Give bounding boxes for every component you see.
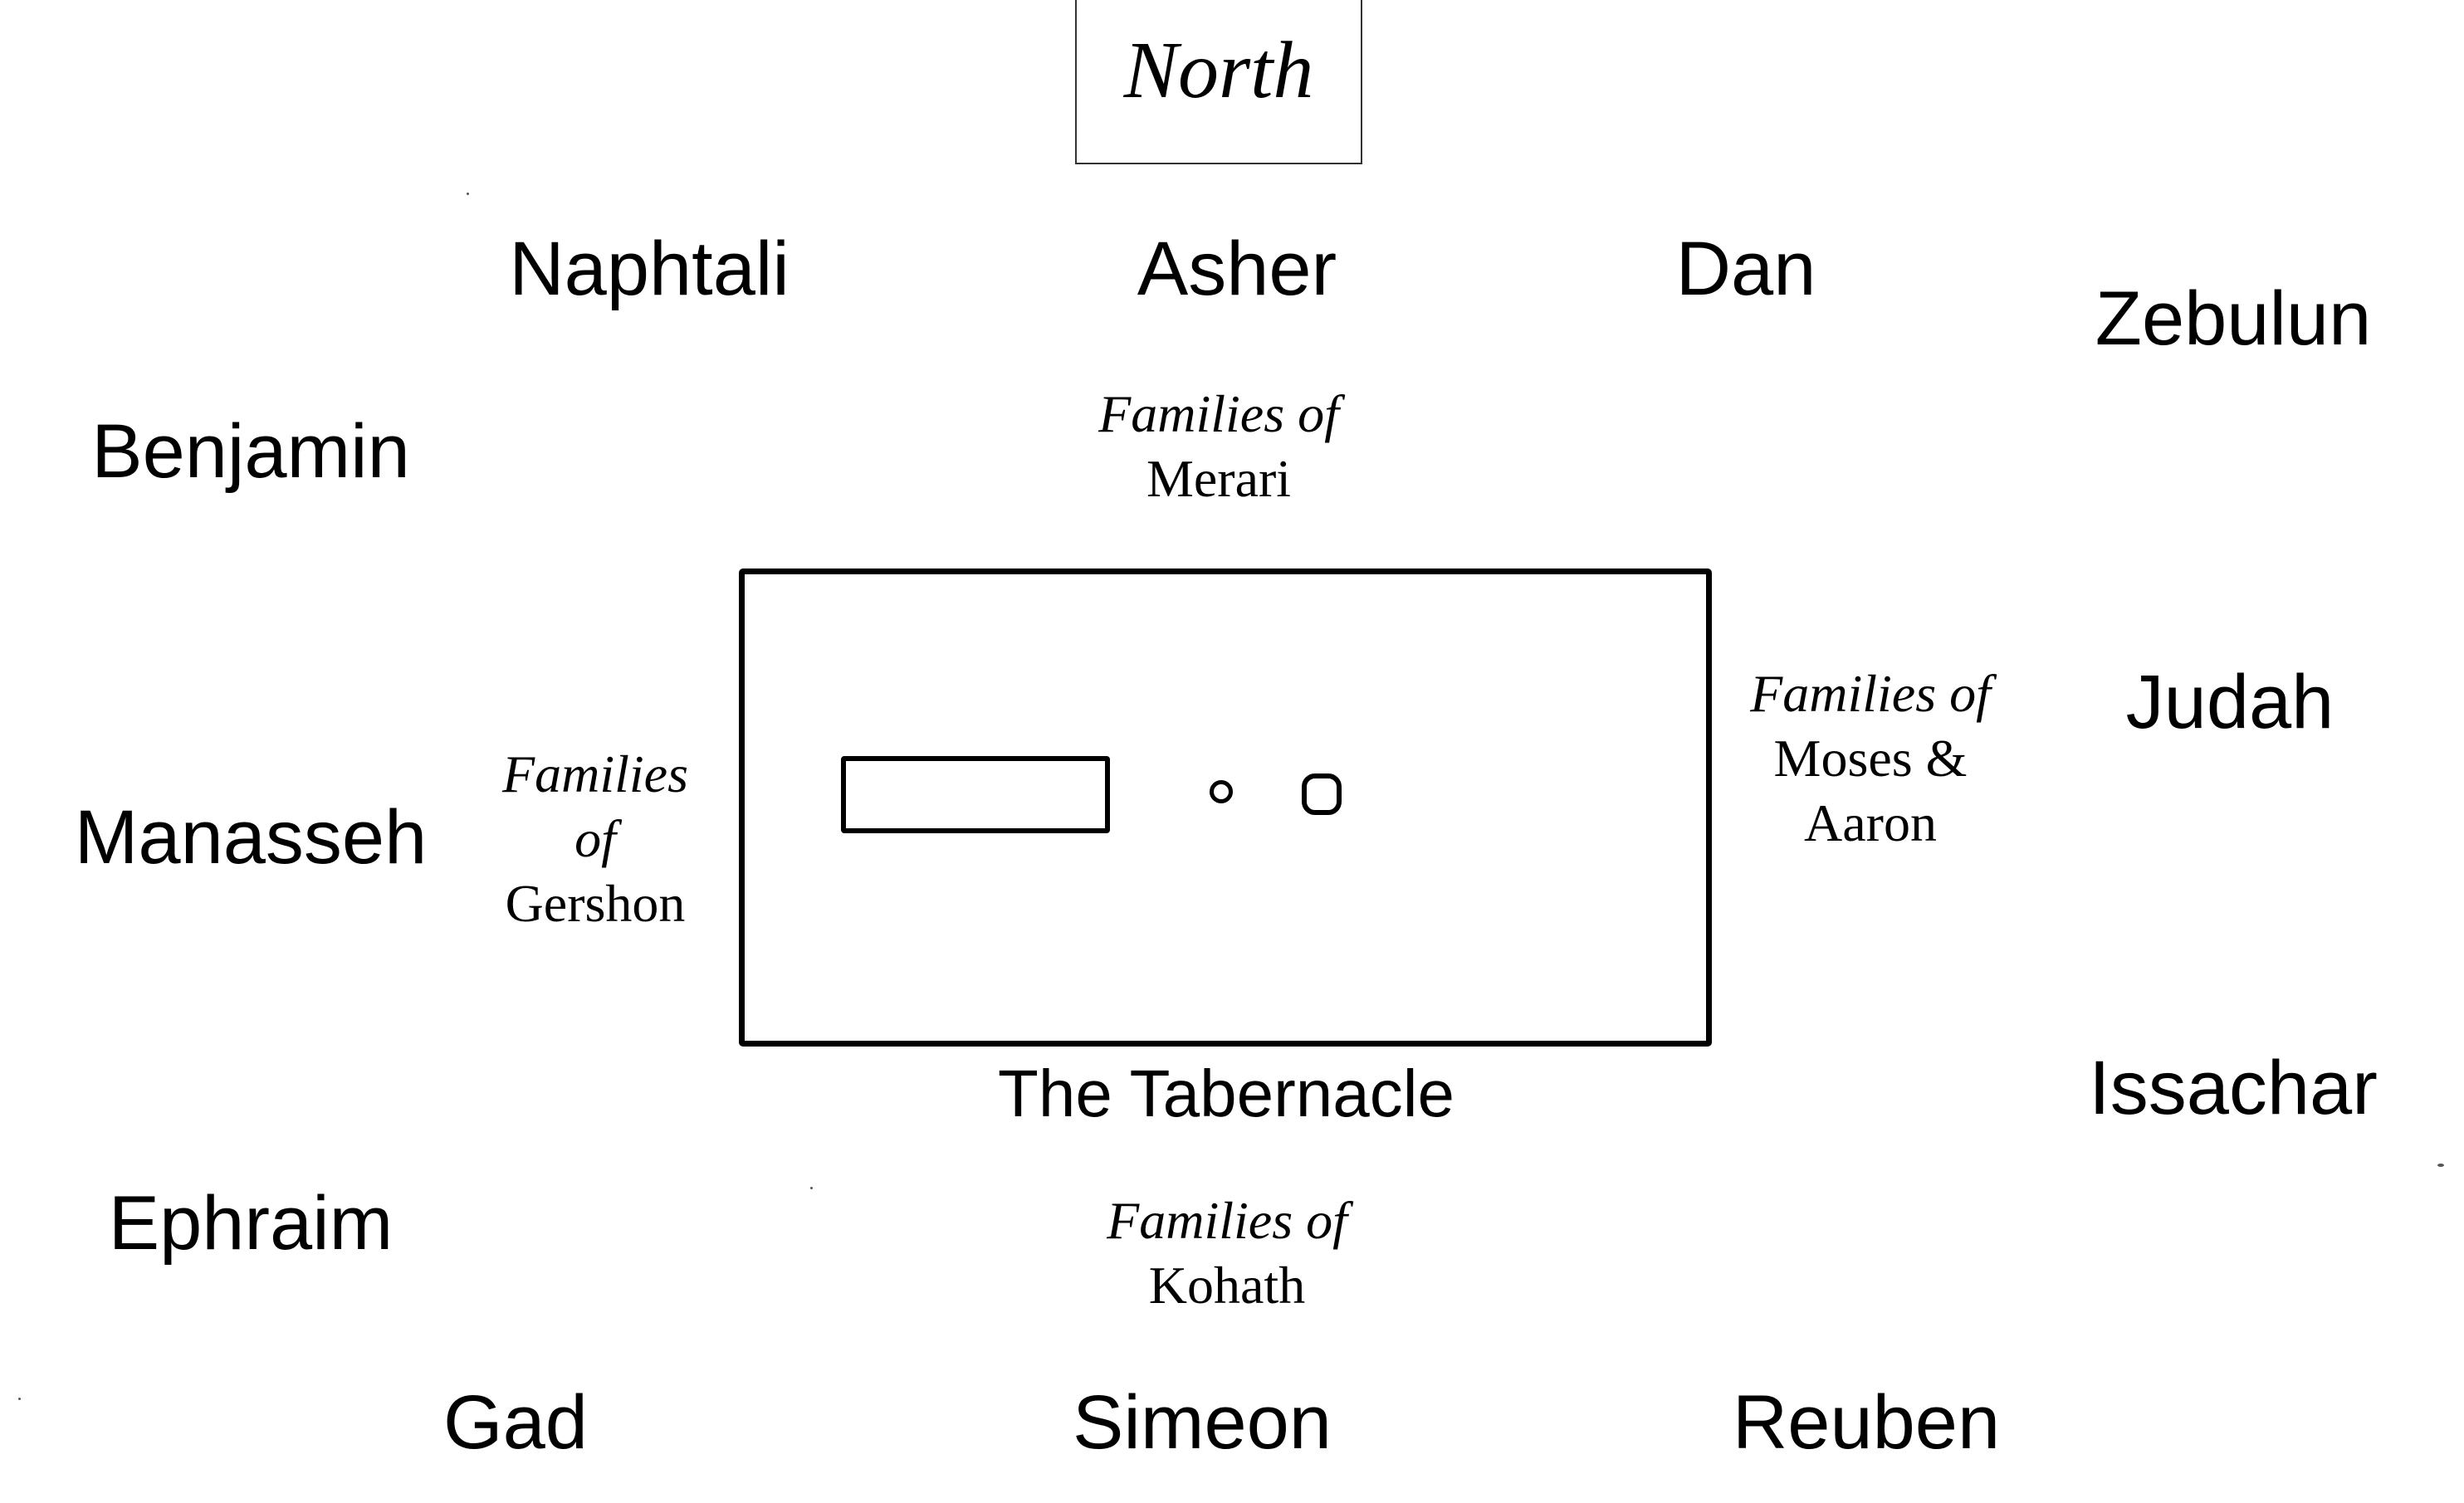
families-of-gershon-line2: of [574, 809, 616, 869]
tribe-judah: Judah [2125, 660, 2334, 744]
tribe-dan: Dan [1675, 227, 1816, 311]
tribe-benjamin: Benjamin [91, 409, 410, 494]
tribe-manasseh: Manasseh [74, 795, 428, 880]
scan-speck [18, 1398, 21, 1400]
families-of-merari-prefix: Families of [1098, 384, 1339, 443]
tribe-gad: Gad [443, 1380, 588, 1465]
scan-speck [467, 193, 469, 195]
scan-speck [810, 1187, 813, 1189]
holy-place-rectangle [841, 756, 1110, 833]
families-of-gershon-line1: Families [502, 744, 688, 803]
families-of-kohath-prefix: Families of [1107, 1191, 1347, 1250]
families-of-moses-aaron-prefix: Families of [1750, 664, 1991, 723]
tribe-simeon: Simeon [1073, 1380, 1332, 1465]
tribe-ephraim: Ephraim [108, 1181, 394, 1266]
tabernacle-court [739, 569, 1712, 1047]
tribe-zebulun: Zebulun [2095, 276, 2372, 361]
families-of-merari-name: Merari [1146, 449, 1292, 509]
laver-circle [1210, 780, 1233, 803]
tribe-asher: Asher [1137, 227, 1337, 311]
families-of-merari: Families of Merari [1098, 382, 1339, 511]
families-of-gershon-name: Gershon [505, 874, 686, 934]
families-of-gershon: Families of Gershon [502, 742, 688, 936]
families-of-moses-aaron-line3: Aaron [1804, 793, 1937, 853]
families-of-moses-aaron: Families of Moses & Aaron [1750, 661, 1991, 856]
tribe-reuben: Reuben [1732, 1380, 2001, 1465]
families-of-kohath-name: Kohath [1148, 1256, 1306, 1315]
tabernacle-label: The Tabernacle [998, 1056, 1454, 1130]
tribe-issachar: Issachar [2089, 1046, 2378, 1130]
north-label: North [1123, 26, 1314, 115]
tribe-naphtali: Naphtali [509, 227, 790, 311]
families-of-kohath: Families of Kohath [1107, 1188, 1347, 1318]
scan-speck [2437, 1164, 2444, 1167]
altar-square [1302, 773, 1342, 815]
north-marker-box: North [1075, 0, 1362, 164]
families-of-moses-aaron-line2: Moses & [1773, 729, 1968, 788]
